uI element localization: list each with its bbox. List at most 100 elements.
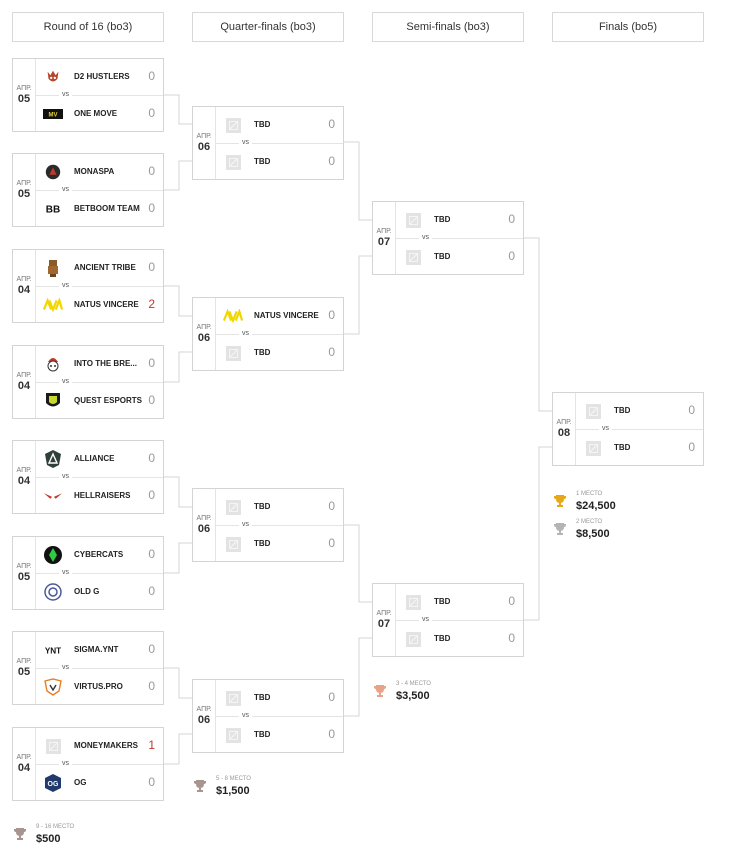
team-row[interactable]: ALLIANCE 0	[35, 441, 163, 477]
quest-logo	[43, 391, 63, 411]
match-month: АПР.	[16, 754, 32, 761]
match-round16-6[interactable]: АПР.05 vs CYBERCATS 0 OLD G 0	[12, 536, 164, 610]
navi-logo	[43, 295, 63, 315]
navi-logo	[223, 306, 243, 326]
match-date: АПР.04	[13, 441, 36, 513]
team-row[interactable]: YNT SIGMA.YNT 0	[35, 632, 163, 668]
team-name: VIRTUS.PRO	[74, 682, 123, 691]
trophy-icon	[14, 828, 26, 840]
team-name: MONEYMAKERS	[74, 741, 139, 750]
match-round16-8[interactable]: АПР.04 vs MONEYMAKERS 1 OG OG 0	[12, 727, 164, 801]
match-month: АПР.	[16, 276, 32, 283]
column-header-round-of-16[interactable]: Round of 16 (bo3)	[12, 12, 164, 42]
match-round16-7[interactable]: АПР.05 vs YNT SIGMA.YNT 0 VIRTUS.PRO 0	[12, 631, 164, 705]
match-date: АПР.08	[553, 393, 576, 465]
match-month: АПР.	[16, 372, 32, 379]
placeholder-logo	[403, 210, 423, 230]
match-day: 04	[17, 475, 31, 487]
monaspa-logo	[43, 162, 63, 182]
match-month: АПР.	[556, 419, 572, 426]
team-name: BETBOOM TEAM	[74, 204, 140, 213]
team-score: 0	[148, 584, 155, 598]
team-name: NATUS VINCERE	[74, 300, 139, 309]
team-row[interactable]: QUEST ESPORTS 0	[35, 383, 163, 419]
match-day: 05	[17, 666, 31, 678]
team-score: 0	[688, 440, 695, 454]
match-day: 07	[377, 618, 391, 630]
team-row[interactable]: OLD G 0	[35, 574, 163, 610]
team-row[interactable]: OG OG 0	[35, 765, 163, 801]
svg-text:OG: OG	[48, 781, 59, 788]
match-day: 04	[17, 284, 31, 296]
match-date: АПР.04	[13, 346, 36, 418]
match-round16-4[interactable]: АПР.04 vs INTO THE BRE... 0 QUEST ESPORT…	[12, 345, 164, 419]
team-name: OG	[74, 778, 87, 787]
match-month: АПР.	[196, 706, 212, 713]
team-name: ALLIANCE	[74, 454, 115, 463]
team-score: 0	[328, 308, 335, 322]
vs-label: vs	[239, 138, 252, 148]
match-date: АПР.06	[193, 680, 216, 752]
team-row[interactable]: CYBERCATS 0	[35, 537, 163, 573]
team-name: CYBERCATS	[74, 550, 124, 559]
match-round16-5[interactable]: АПР.04 vs ALLIANCE 0 HELLRAISERS 0	[12, 440, 164, 514]
team-row[interactable]: D2 HUSTLERS 0	[35, 59, 163, 95]
team-row[interactable]: INTO THE BRE... 0	[35, 346, 163, 382]
match-round16-1[interactable]: АПР.05 vs D2 HUSTLERS 0 MV ONE MOVE 0	[12, 58, 164, 132]
match-date: АПР.04	[13, 728, 36, 800]
gold-trophy-icon	[554, 495, 566, 507]
alliance-logo	[43, 449, 63, 469]
vs-label: vs	[419, 233, 432, 243]
team-row[interactable]: VIRTUS.PRO 0	[35, 669, 163, 705]
team-row[interactable]: ANCIENT TRIBE 0	[35, 250, 163, 286]
d2-hustlers-logo	[43, 67, 63, 87]
placeholder-logo	[403, 629, 423, 649]
match-round16-2[interactable]: АПР.05 vs MONASPA 0 BB BETBOOM TEAM 0	[12, 153, 164, 227]
team-row[interactable]: MV ONE MOVE 0	[35, 96, 163, 132]
team-row[interactable]: MONEYMAKERS 1	[35, 728, 163, 764]
match-round16-3[interactable]: АПР.04 vs ANCIENT TRIBE 0 NATUS VINCERE …	[12, 249, 164, 323]
column-header-finals[interactable]: Finals (bo5)	[552, 12, 704, 42]
connector-line	[344, 524, 372, 603]
team-score: 0	[148, 451, 155, 465]
column-header-quarter-finals[interactable]: Quarter-finals (bo3)	[192, 12, 344, 42]
team-score: 0	[148, 547, 155, 561]
connector-line	[524, 237, 552, 412]
team-row[interactable]: NATUS VINCERE 2	[35, 287, 163, 323]
match-day: 04	[17, 762, 31, 774]
team-score: 0	[688, 403, 695, 417]
vs-label: vs	[239, 329, 252, 339]
team-name: TBD	[434, 215, 451, 224]
team-row[interactable]: HELLRAISERS 0	[35, 478, 163, 514]
match-month: АПР.	[16, 85, 32, 92]
prize-label: 3 - 4 МЕСТО	[396, 681, 431, 687]
match-date: АПР.04	[13, 250, 36, 322]
team-name: TBD	[434, 597, 451, 606]
connector-line	[164, 285, 192, 317]
team-row[interactable]: MONASPA 0	[35, 154, 163, 190]
column-header-semi-finals[interactable]: Semi-finals (bo3)	[372, 12, 524, 42]
team-row[interactable]: BB BETBOOM TEAM 0	[35, 191, 163, 227]
connector-line	[164, 667, 192, 699]
